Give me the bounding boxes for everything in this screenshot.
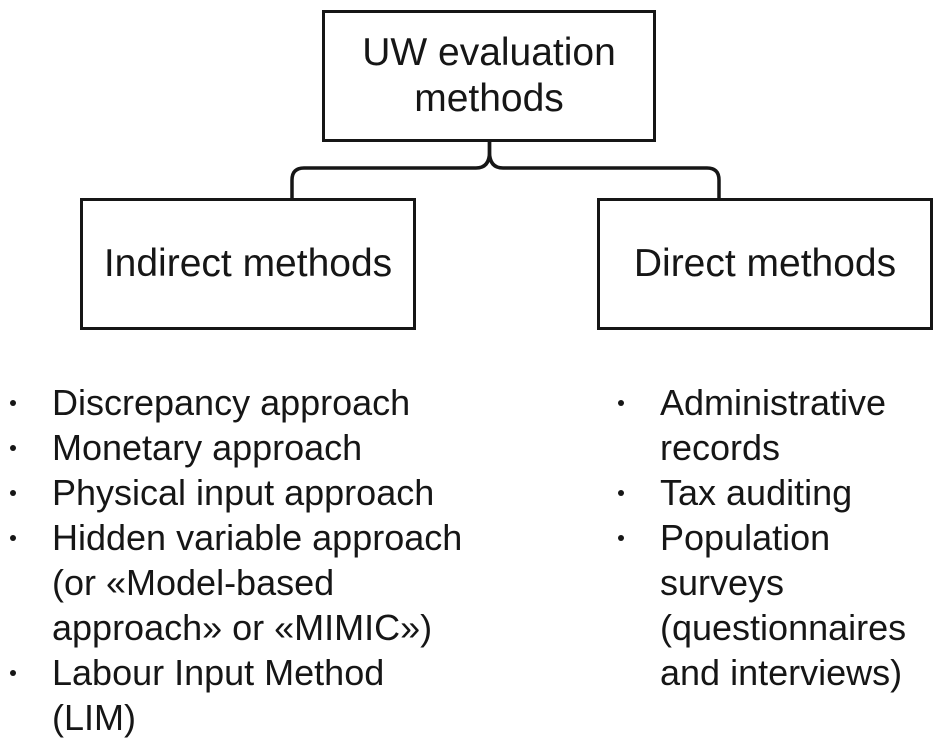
list-item: Population surveys (questionnaires and i…	[618, 515, 938, 695]
list-item-text: Tax auditing	[660, 472, 853, 513]
connector-right-branch	[487, 141, 721, 200]
list-item-text: Labour Input Method (LIM)	[52, 652, 385, 738]
bullet-icon	[10, 445, 16, 451]
direct-methods-list: Administrative records Tax auditing Popu…	[618, 380, 938, 695]
list-item-text: Administrative records	[660, 382, 887, 468]
bullet-icon	[618, 400, 624, 406]
list-item: Labour Input Method (LIM)	[10, 650, 490, 740]
bullet-icon	[10, 535, 16, 541]
bullet-icon	[10, 670, 16, 676]
node-indirect-methods-label: Indirect methods	[103, 242, 393, 285]
list-item-text: Monetary approach	[52, 427, 363, 468]
list-item: Monetary approach	[10, 425, 490, 470]
list-item: Hidden variable approach (or «Model-base…	[10, 515, 490, 650]
list-item-text: Hidden variable approach (or «Model-base…	[52, 517, 463, 648]
node-direct-methods-label: Direct methods	[633, 242, 897, 285]
bullet-icon	[10, 490, 16, 496]
list-item-text: Physical input approach	[52, 472, 435, 513]
node-uw-evaluation-methods: UW evaluation methods	[322, 10, 656, 142]
list-item: Physical input approach	[10, 470, 490, 515]
list-item: Administrative records	[618, 380, 938, 470]
bullet-icon	[618, 490, 624, 496]
bullet-icon	[618, 535, 624, 541]
bullet-icon	[10, 400, 16, 406]
node-indirect-methods: Indirect methods	[80, 198, 416, 330]
list-item: Discrepancy approach	[10, 380, 490, 425]
node-direct-methods: Direct methods	[597, 198, 933, 330]
node-uw-evaluation-methods-label: UW evaluation methods	[362, 31, 616, 120]
list-item: Tax auditing	[618, 470, 938, 515]
indirect-methods-list: Discrepancy approach Monetary approach P…	[10, 380, 490, 740]
connector-left-branch	[290, 141, 492, 200]
list-item-text: Population surveys (questionnaires and i…	[660, 517, 907, 693]
list-item-text: Discrepancy approach	[52, 382, 411, 423]
